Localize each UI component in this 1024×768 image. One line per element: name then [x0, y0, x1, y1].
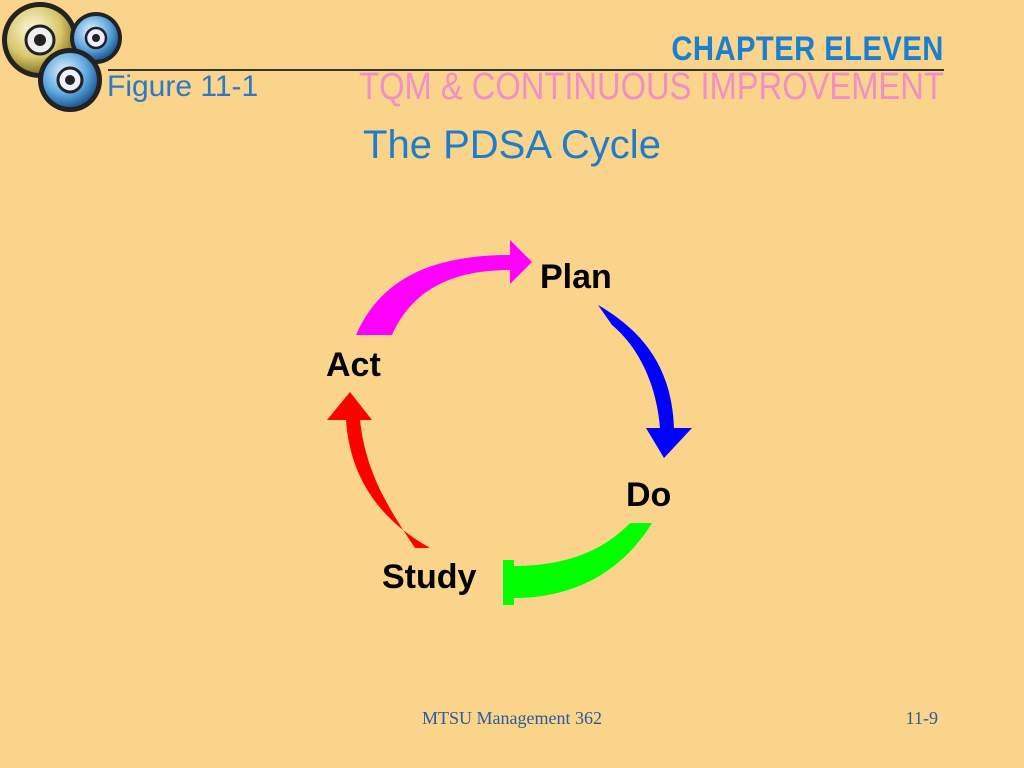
cycle-label-study: Study	[382, 558, 477, 596]
study-to-act-arrow	[327, 392, 430, 548]
plan-to-do-arrow	[598, 305, 692, 458]
act-to-plan-arrow	[356, 240, 532, 335]
footer-course: MTSU Management 362	[422, 708, 602, 728]
figure-label: Figure 11-1	[107, 70, 259, 103]
chapter-subtitle: TQM & CONTINUOUS IMPROVEMENT	[359, 66, 944, 108]
do-to-study-arrow	[503, 523, 652, 605]
gears-logo-icon	[2, 2, 122, 112]
footer-page-number: 11-9	[905, 708, 938, 728]
slide-title: The PDSA Cycle	[363, 123, 661, 167]
header-divider	[108, 69, 944, 71]
cycle-label-act: Act	[326, 346, 381, 384]
cycle-label-plan: Plan	[540, 258, 612, 296]
chapter-title: CHAPTER ELEVEN	[671, 30, 944, 68]
cycle-label-do: Do	[626, 476, 672, 514]
